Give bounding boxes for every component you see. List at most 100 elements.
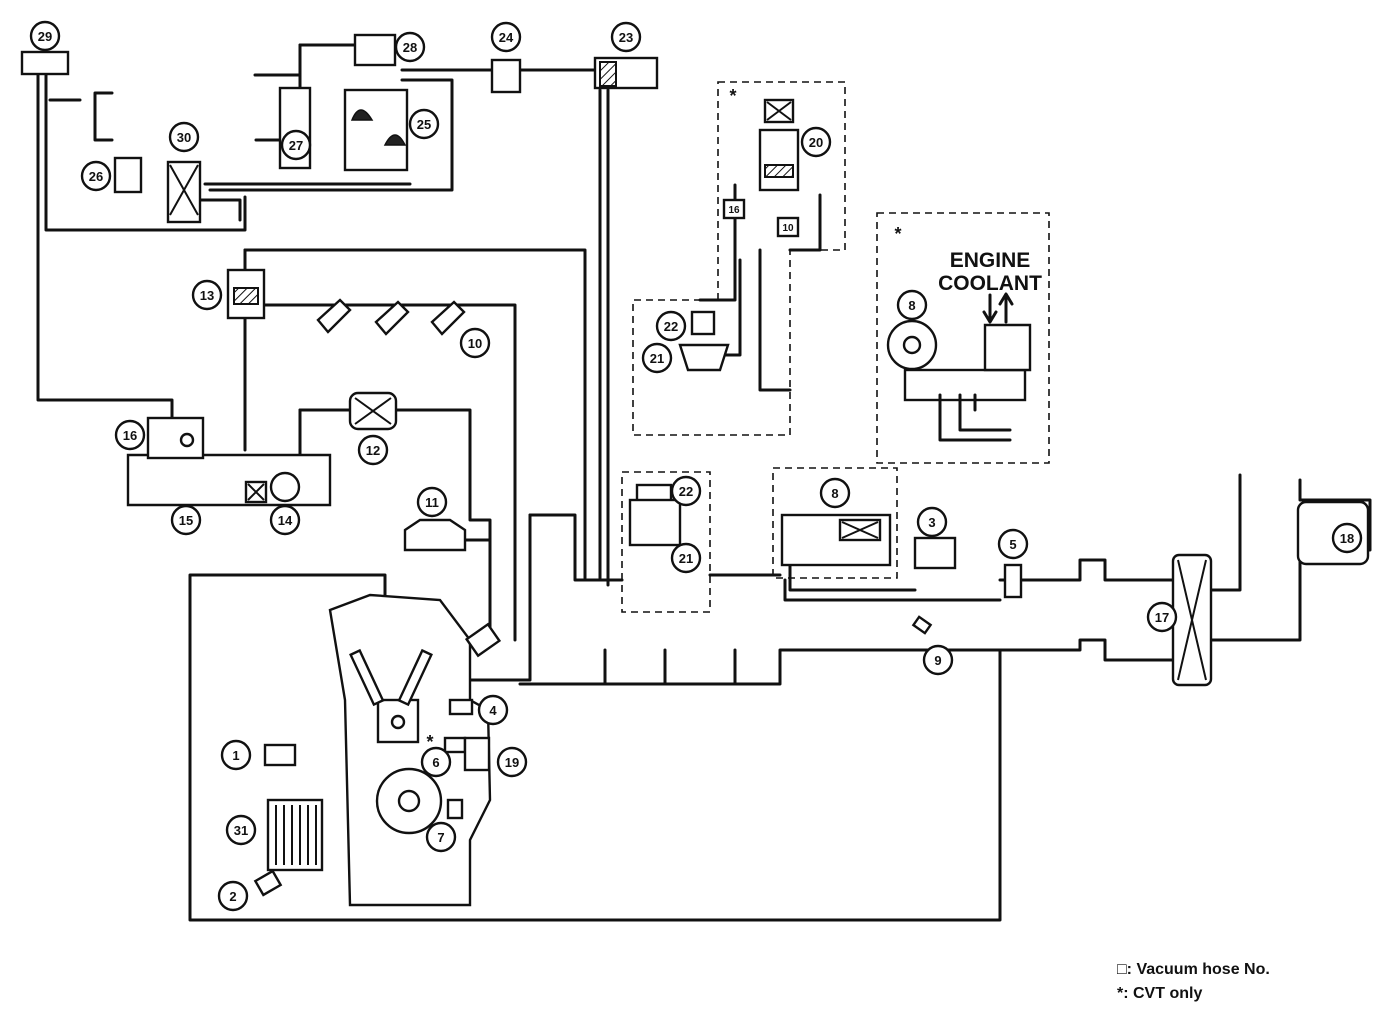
component-9-shape xyxy=(911,615,933,635)
callout-24: 24 xyxy=(490,21,522,53)
component-21-mid-shape xyxy=(628,498,682,547)
component-25-shape xyxy=(343,88,409,172)
svg-text:22: 22 xyxy=(664,319,678,334)
callout-29: 29 xyxy=(29,20,61,52)
svg-text:24: 24 xyxy=(499,30,514,45)
component-16-shape xyxy=(146,416,205,460)
hose-box-10 xyxy=(776,216,800,238)
callout-10: 10 xyxy=(459,327,491,359)
component-2-shape xyxy=(253,869,283,897)
component-6-shape xyxy=(443,736,467,754)
svg-text:10: 10 xyxy=(468,336,482,351)
component-7-shape xyxy=(446,798,464,820)
component-5-shape xyxy=(1003,563,1023,599)
hose-number-10: 10 xyxy=(782,223,794,234)
component-15-shape xyxy=(126,453,332,507)
svg-text:13: 13 xyxy=(200,288,214,303)
callout-4: 4 xyxy=(477,694,509,726)
sensor-upper-shape xyxy=(464,622,502,658)
svg-text:11: 11 xyxy=(425,495,439,510)
cvt-star-right: * xyxy=(894,224,901,244)
callout-18: 18 xyxy=(1331,522,1363,554)
svg-text:5: 5 xyxy=(1009,537,1016,552)
callout-21-top: 21 xyxy=(641,342,673,374)
svg-text:19: 19 xyxy=(505,755,519,770)
svg-text:15: 15 xyxy=(179,513,193,528)
svg-text:6: 6 xyxy=(432,755,439,770)
svg-text:7: 7 xyxy=(437,830,444,845)
engine-coolant-label-line1: ENGINE xyxy=(950,249,1031,272)
callout-16: 16 xyxy=(114,419,146,451)
svg-text:8: 8 xyxy=(831,486,838,501)
callout-22-mid: 22 xyxy=(670,475,702,507)
svg-text:17: 17 xyxy=(1155,610,1169,625)
callout-11: 11 xyxy=(416,486,448,518)
callout-3: 3 xyxy=(916,506,948,538)
callout-19: 19 xyxy=(496,746,528,778)
svg-text:12: 12 xyxy=(366,443,380,458)
svg-text:16: 16 xyxy=(123,428,137,443)
svg-text:25: 25 xyxy=(417,117,431,132)
component-26-shape xyxy=(113,156,143,194)
callout-26: 26 xyxy=(80,160,112,192)
callout-17: 17 xyxy=(1146,601,1178,633)
component-28-shape xyxy=(353,33,397,67)
svg-text:29: 29 xyxy=(38,29,52,44)
components xyxy=(20,33,1370,907)
svg-text:3: 3 xyxy=(928,515,935,530)
component-11-shape xyxy=(403,518,467,552)
callouts: 29 28 24 23 25 27 30 26 20 22 21 13 10 8… xyxy=(29,20,1363,912)
svg-text:1: 1 xyxy=(232,748,239,763)
callout-6: 6 xyxy=(420,746,452,778)
callout-8-right: 8 xyxy=(819,477,851,509)
cvt-star-engine: * xyxy=(426,732,433,752)
text-labels: 16 10 ENGINE COOLANT * * * xyxy=(426,86,1042,752)
callout-22-top: 22 xyxy=(655,310,687,342)
component-4-shape xyxy=(448,698,474,716)
callout-25: 25 xyxy=(408,108,440,140)
callout-1: 1 xyxy=(220,739,252,771)
callout-15: 15 xyxy=(170,504,202,536)
component-29-shape xyxy=(20,50,70,76)
callout-28: 28 xyxy=(394,31,426,63)
svg-text:2: 2 xyxy=(229,889,236,904)
svg-text:21: 21 xyxy=(679,551,693,566)
legend: □: Vacuum hose No. *: CVT only xyxy=(1117,958,1270,1006)
component-21-upper-shape xyxy=(678,343,730,372)
callout-30: 30 xyxy=(168,121,200,153)
svg-text:30: 30 xyxy=(177,130,191,145)
hose-box-16 xyxy=(722,198,746,220)
legend-vacuum-hose: □: Vacuum hose No. xyxy=(1117,961,1270,978)
callout-8-left: 8 xyxy=(896,289,928,321)
svg-text:22: 22 xyxy=(679,484,693,499)
component-22-upper-shape xyxy=(690,310,716,336)
svg-text:28: 28 xyxy=(403,40,417,55)
svg-text:23: 23 xyxy=(619,30,633,45)
svg-text:20: 20 xyxy=(809,135,823,150)
callout-2: 2 xyxy=(217,880,249,912)
svg-text:4: 4 xyxy=(489,703,497,718)
callout-5: 5 xyxy=(997,528,1029,560)
hose-number-16: 16 xyxy=(728,205,740,216)
svg-text:27: 27 xyxy=(289,138,303,153)
cvt-star-top: * xyxy=(729,86,736,106)
callout-7: 7 xyxy=(425,821,457,853)
svg-text:21: 21 xyxy=(650,351,664,366)
legend-cvt-only: *: CVT only xyxy=(1117,985,1203,1002)
svg-text:9: 9 xyxy=(934,653,941,668)
callout-27: 27 xyxy=(280,129,312,161)
callout-31: 31 xyxy=(225,814,257,846)
callout-12: 12 xyxy=(357,434,389,466)
callout-9: 9 xyxy=(922,644,954,676)
svg-text:8: 8 xyxy=(908,298,915,313)
engine-coolant-label-line2: COOLANT xyxy=(938,272,1042,295)
callout-21-mid: 21 xyxy=(670,542,702,574)
callout-20: 20 xyxy=(800,126,832,158)
component-24-shape xyxy=(490,58,522,94)
svg-text:14: 14 xyxy=(278,513,293,528)
svg-text:31: 31 xyxy=(234,823,248,838)
injectors-10 xyxy=(316,298,466,336)
callout-23: 23 xyxy=(610,21,642,53)
